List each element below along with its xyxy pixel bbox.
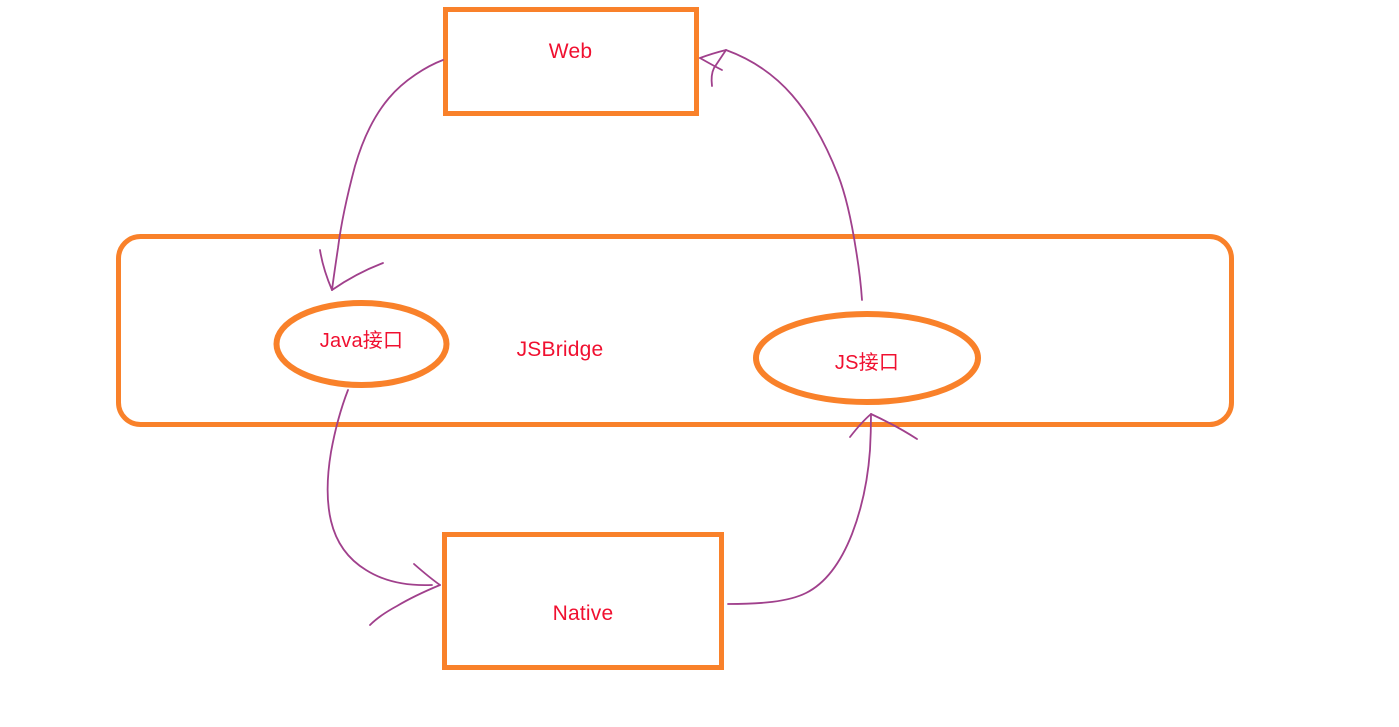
node-js-interface-label: JS接口: [834, 352, 900, 374]
node-native-label: Native: [552, 602, 614, 625]
node-js-interface-ellipse[interactable]: [753, 311, 981, 405]
arrow-js-to-web: [699, 49, 863, 301]
node-native-box[interactable]: [442, 532, 724, 670]
node-java-interface-label: Java接口: [319, 330, 404, 352]
arrow-web-to-java: [319, 59, 444, 291]
arrow-java-to-native: [326, 389, 441, 626]
node-jsbridge-label: JSBridge: [516, 338, 604, 361]
node-jsbridge-container[interactable]: [116, 234, 1234, 427]
arrow-native-to-js: [727, 413, 918, 605]
node-web-label: Web: [548, 40, 593, 63]
node-web-box[interactable]: [443, 7, 699, 116]
node-java-interface-ellipse[interactable]: [273, 300, 450, 388]
